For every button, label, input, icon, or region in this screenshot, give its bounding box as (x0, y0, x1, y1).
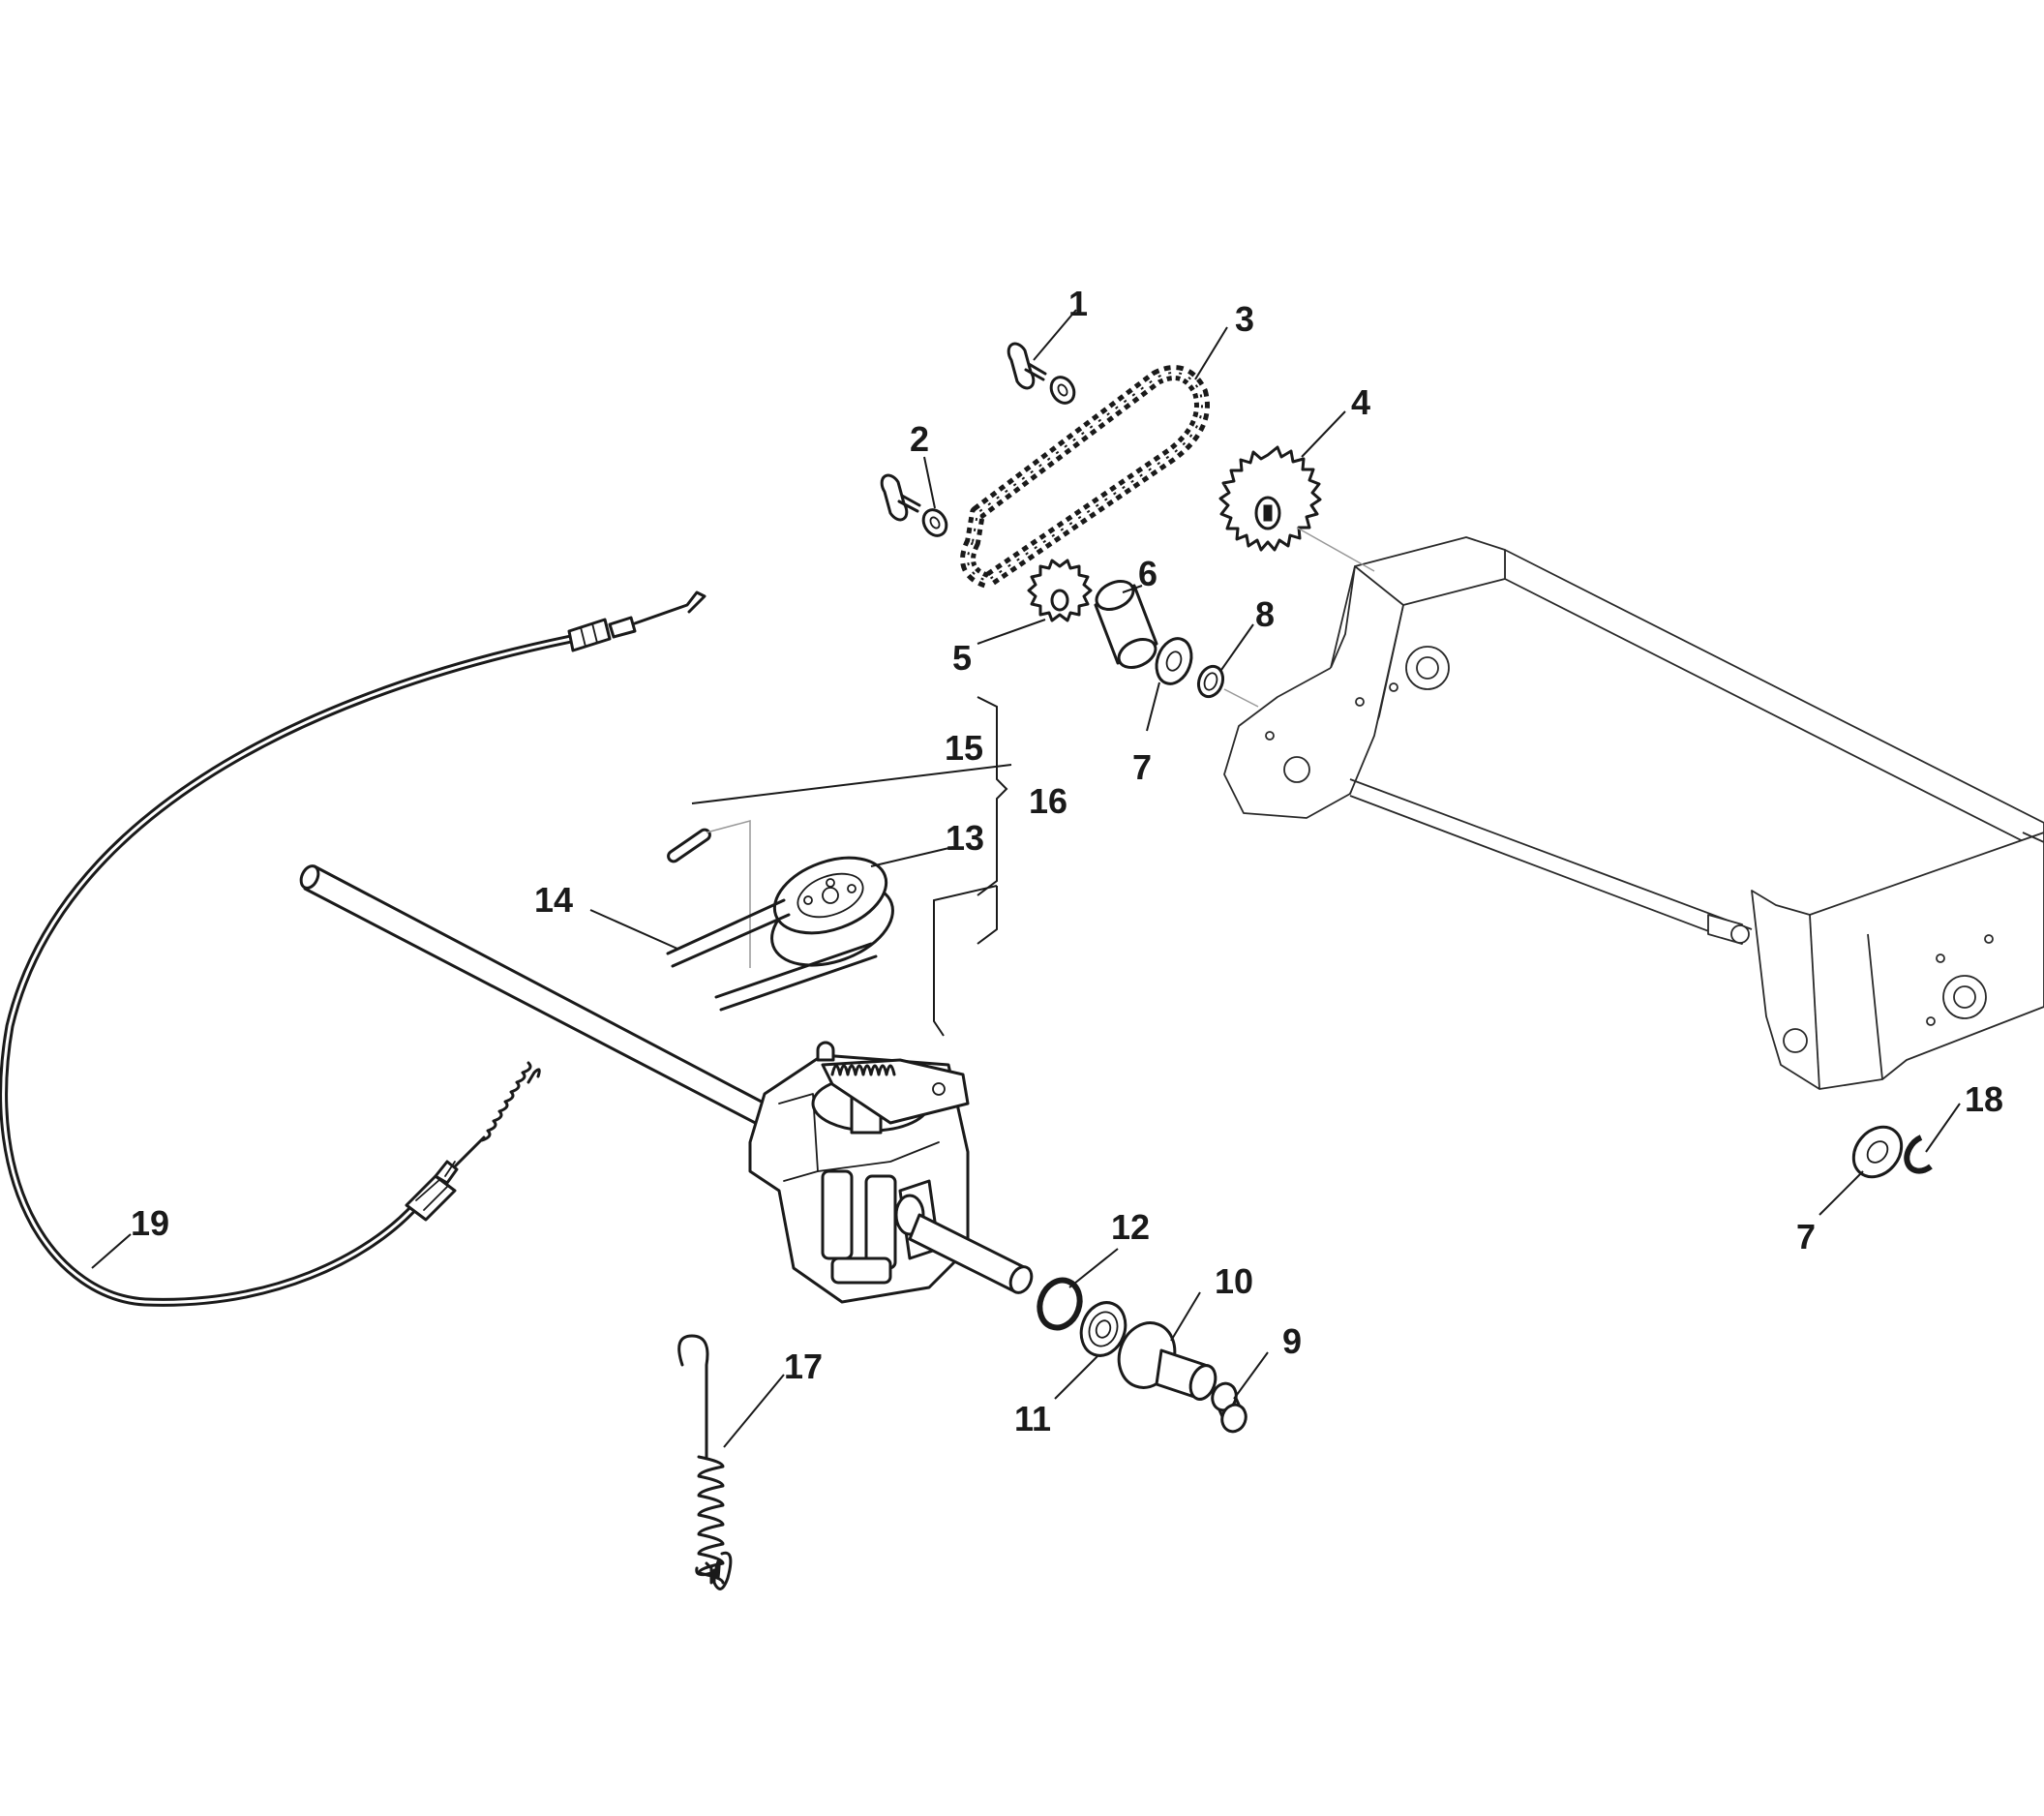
callout-18: 18 (1965, 1079, 2003, 1119)
ring-8 (1196, 664, 1225, 699)
group-16-bracket (933, 696, 1008, 1037)
large-sprocket (1218, 445, 1322, 552)
drive-chain (960, 365, 1210, 589)
pin (667, 820, 751, 968)
callout-13: 13 (946, 818, 984, 858)
callout-1: 1 (1068, 284, 1088, 323)
callout-16: 16 (1029, 781, 1067, 821)
output-shaft (908, 1213, 1034, 1294)
cap (1211, 1381, 1247, 1434)
control-cable (0, 590, 706, 1307)
callout-12: 12 (1111, 1207, 1150, 1247)
gearbox (748, 1041, 970, 1304)
drive-shaft (299, 864, 776, 1130)
callout-labels: 1 2 3 4 5 6 7 7 8 9 10 11 12 13 14 15 16… (131, 284, 2003, 1438)
callout-9: 9 (1282, 1321, 1302, 1361)
sprocket-axis-dashline (1296, 527, 1375, 572)
callout-14: 14 (534, 880, 573, 920)
callout-5: 5 (952, 638, 972, 678)
callout-19: 19 (131, 1203, 169, 1243)
washer-7 (1155, 637, 1193, 685)
callout-7a: 7 (1132, 747, 1152, 787)
callout-7b: 7 (1796, 1217, 1816, 1256)
bearing (1079, 1301, 1127, 1357)
bushing (1094, 579, 1158, 670)
callout-3: 3 (1235, 299, 1254, 339)
bolt-2 (880, 473, 948, 537)
pulley (770, 856, 894, 967)
bolt-1 (1007, 342, 1076, 405)
pinion (1117, 1321, 1217, 1401)
drive-belt (666, 898, 878, 1012)
ring-axis-dashline (1223, 688, 1259, 708)
callout-2: 2 (910, 419, 929, 459)
leader-lines (91, 309, 1961, 1448)
callout-10: 10 (1215, 1261, 1253, 1301)
callout-8: 8 (1255, 594, 1275, 634)
callout-17: 17 (784, 1347, 823, 1386)
circlip (1037, 1277, 1083, 1331)
callout-6: 6 (1138, 554, 1157, 593)
e-clip (1904, 1135, 1933, 1174)
axle-frame (1223, 536, 2044, 1090)
small-sprocket (1027, 559, 1093, 622)
tension-spring (677, 1334, 733, 1590)
callout-15: 15 (945, 728, 983, 768)
callout-4: 4 (1351, 382, 1370, 422)
washer-7b (1851, 1125, 1904, 1179)
callout-11: 11 (1014, 1399, 1051, 1438)
